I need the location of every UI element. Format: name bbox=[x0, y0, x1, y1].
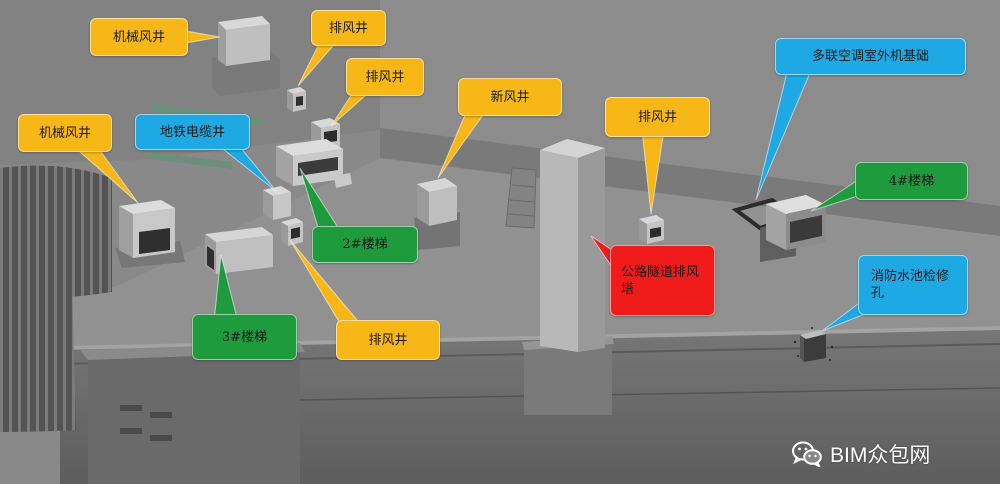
exhaust-shaft-right bbox=[639, 215, 664, 244]
hole-top bbox=[800, 330, 826, 339]
ramp bbox=[505, 167, 537, 229]
callout-exhaust-shaft-1: 排风井 bbox=[311, 10, 386, 46]
shaft-top bbox=[417, 178, 457, 192]
callout-exhaust-shaft-3: 排风井 bbox=[336, 320, 440, 360]
building-top bbox=[276, 139, 343, 156]
green-pipe bbox=[150, 152, 232, 169]
deck-top bbox=[60, 158, 1000, 346]
stair-4-opening bbox=[790, 215, 822, 243]
speckle bbox=[811, 327, 813, 329]
shaft-top bbox=[287, 87, 306, 94]
callout-exhaust-shaft-2: 排风井 bbox=[346, 58, 424, 96]
building-top bbox=[205, 227, 273, 242]
callout-stair-4: 4#楼梯 bbox=[855, 162, 968, 200]
callout-fresh-air-shaft: 新风井 bbox=[458, 78, 562, 116]
shaft-front bbox=[273, 192, 291, 220]
callout-exhaust-shaft-right: 排风井 bbox=[605, 97, 710, 137]
tower-right-face bbox=[578, 148, 605, 352]
shaft-top bbox=[311, 118, 340, 128]
callout-tunnel-exhaust-tower: 公路隧道排风塔 bbox=[610, 245, 715, 316]
mech-shaft-left-building bbox=[115, 200, 185, 268]
shaft-side bbox=[639, 219, 647, 244]
speckle bbox=[830, 345, 834, 349]
ramp-line bbox=[507, 213, 535, 217]
shaft-vent bbox=[296, 96, 303, 106]
stair-4-top bbox=[766, 195, 826, 214]
pier-opening bbox=[150, 435, 172, 441]
building-window-strip bbox=[298, 157, 338, 176]
shaft-vent bbox=[650, 227, 661, 238]
building-side bbox=[119, 206, 133, 258]
building-annex bbox=[334, 173, 352, 188]
tower-left-face bbox=[540, 150, 578, 352]
tower-base bbox=[524, 340, 612, 415]
building-top bbox=[218, 16, 270, 30]
hole-side bbox=[800, 335, 804, 362]
callout-mech-shaft-top: 机械风井 bbox=[90, 18, 188, 56]
callout-stair-3: 3#楼梯 bbox=[192, 314, 297, 360]
ac-foundation-stair-4-cluster bbox=[731, 195, 826, 262]
shaft-top bbox=[639, 215, 664, 224]
watermark-text: BIM众包网 bbox=[830, 444, 931, 467]
building-front bbox=[226, 24, 270, 66]
cable-shaft bbox=[263, 186, 291, 220]
pier-opening bbox=[150, 412, 172, 418]
building-vent bbox=[139, 228, 170, 254]
stair-4-side bbox=[766, 204, 786, 250]
tunnel-lower bbox=[0, 261, 76, 432]
ramp-surface bbox=[505, 167, 537, 229]
callout-mech-shaft-left: 机械风井 bbox=[18, 114, 112, 152]
watermark: BIM众包网 bbox=[792, 436, 930, 472]
callout-cable-shaft: 地铁电缆井 bbox=[135, 114, 250, 150]
speckle bbox=[793, 340, 797, 344]
tunnel-exhaust-tower bbox=[522, 139, 614, 415]
building-front bbox=[216, 235, 273, 274]
fresh-air-shaft bbox=[414, 178, 460, 250]
exhaust-shaft-1 bbox=[287, 87, 306, 112]
wechat-icon bbox=[792, 441, 822, 467]
callout-fire-pool-hole: 消防水池检修孔 bbox=[858, 255, 968, 315]
building-side bbox=[276, 146, 293, 186]
ramp-line bbox=[511, 184, 536, 188]
building-top bbox=[119, 200, 175, 214]
hole-front bbox=[804, 334, 826, 362]
callout-ac-foundation: 多联空调室外机基础 bbox=[775, 38, 966, 75]
ramp-line bbox=[509, 199, 536, 203]
pier-opening bbox=[120, 405, 142, 411]
fire-pool-inspection-hole bbox=[793, 327, 834, 362]
shaft-front bbox=[429, 186, 457, 226]
foundation-pier bbox=[88, 352, 300, 484]
callout-stair-2: 2#楼梯 bbox=[312, 226, 418, 263]
tower-top bbox=[540, 139, 605, 158]
shaft-top bbox=[281, 218, 303, 226]
stair-2-building bbox=[276, 139, 352, 188]
deck-lower-line bbox=[299, 387, 1000, 401]
shaft-side bbox=[287, 90, 293, 112]
building-side bbox=[218, 22, 226, 66]
exhaust-shaft-3 bbox=[281, 218, 303, 246]
pier-opening bbox=[120, 428, 142, 434]
building-opening bbox=[207, 246, 214, 270]
shaft-side bbox=[281, 222, 288, 246]
speckle bbox=[797, 355, 799, 357]
shaft-side bbox=[417, 184, 429, 226]
speckle bbox=[829, 359, 831, 361]
mech-shaft-top-building bbox=[212, 16, 280, 96]
shaft-top bbox=[263, 186, 291, 196]
shaft-side bbox=[263, 190, 273, 220]
ledge-face bbox=[380, 128, 1000, 236]
shaft-vent bbox=[291, 227, 300, 239]
stair-3-building bbox=[205, 227, 273, 274]
